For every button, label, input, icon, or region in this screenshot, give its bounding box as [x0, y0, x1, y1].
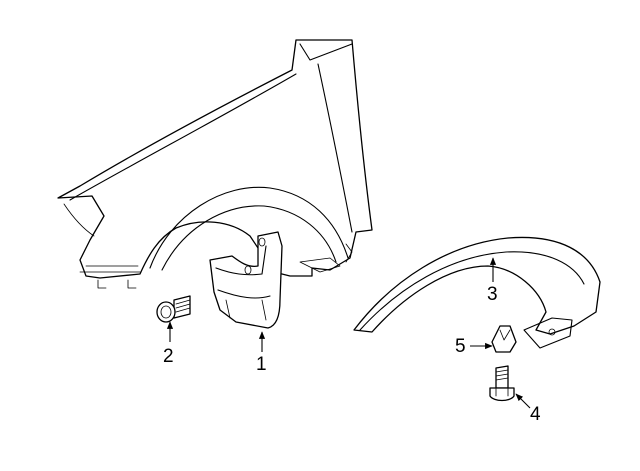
leaders — [166, 257, 531, 409]
wheel-opening-molding — [353, 236, 601, 349]
callout-3: 3 — [487, 284, 498, 305]
clip — [491, 325, 517, 353]
callout-2: 2 — [163, 346, 174, 367]
callout-4: 4 — [530, 404, 541, 425]
bolt — [156, 295, 191, 323]
fender — [57, 39, 373, 289]
mud-flap — [209, 231, 283, 329]
callout-5: 5 — [455, 336, 466, 357]
callout-1: 1 — [256, 354, 267, 375]
leader-4 — [515, 393, 531, 409]
screw — [489, 365, 515, 402]
